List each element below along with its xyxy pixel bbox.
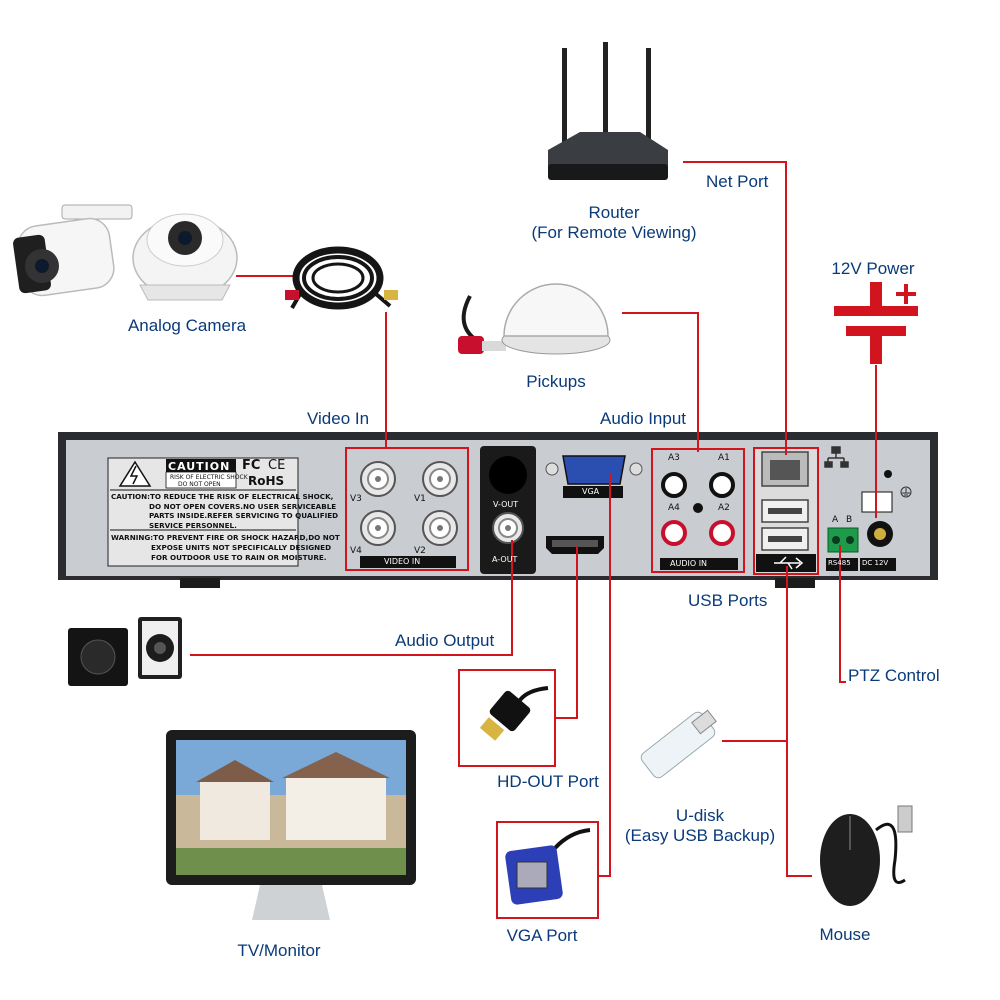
audio-output-label: Audio Output	[395, 631, 495, 650]
line-vga	[598, 474, 611, 877]
ptz-control-label: PTZ Control	[848, 666, 940, 685]
v1-label: V1	[414, 494, 426, 504]
line-ptz	[839, 545, 846, 683]
a4-label: A4	[668, 503, 680, 513]
audio-in-tag: AUDIO IN	[670, 559, 708, 568]
line-net	[683, 161, 787, 455]
v2-label: V2	[414, 546, 426, 556]
router-label: Router	[588, 203, 640, 222]
warning-triangle-icon	[118, 460, 152, 487]
rs485-label: RS485	[828, 559, 851, 567]
audio-input-label: Audio Input	[600, 409, 687, 428]
caution-label	[107, 457, 299, 567]
usb-drive-icon	[640, 709, 717, 779]
dc12v-label: DC 12V	[862, 559, 889, 567]
mouse-icon	[820, 805, 913, 906]
ground-icon	[900, 486, 912, 498]
monitor-icon	[166, 730, 416, 920]
video-in-tag: VIDEO IN	[384, 557, 421, 566]
usb-icon	[774, 556, 804, 570]
bullet-camera	[13, 204, 133, 297]
av-out-block	[480, 446, 536, 574]
v-out-label: V-OUT	[493, 500, 519, 509]
v4-label: V4	[350, 546, 362, 556]
vga-cable-icon	[496, 821, 599, 919]
vga-tag: VGA	[582, 487, 600, 496]
audio-in-ports	[651, 448, 745, 573]
line-audio-output	[190, 540, 513, 656]
power-symbol-icon	[834, 282, 918, 364]
net-usb-block	[753, 447, 819, 575]
connection-lines	[190, 161, 877, 877]
bnc-v3	[360, 461, 396, 497]
caution-text: CAUTION:TO REDUCE THE RISK OF ELECTRICAL…	[111, 492, 339, 530]
usb-ports-label: USB Ports	[688, 591, 768, 610]
caution-small-1: RISK OF ELECTRIC SHOCK	[170, 474, 248, 481]
warning-text: WARNING:TO PREVENT FIRE OR SHOCK HAZARD,…	[111, 533, 340, 562]
rs-b-label: B	[846, 515, 853, 525]
network-icon	[824, 446, 849, 468]
v3-label: V3	[350, 494, 362, 504]
hdmi-cable-icon	[458, 669, 556, 767]
analog-camera-label: Analog Camera	[127, 316, 247, 335]
pickups-label: Pickups	[526, 372, 586, 391]
camera-icon	[13, 204, 238, 301]
rs-a-label: A	[832, 515, 839, 525]
caution-title: CAUTION	[168, 460, 231, 473]
tv-monitor-label: TV/Monitor	[237, 941, 321, 960]
hd-out-port-label: HD-OUT Port	[497, 772, 599, 791]
rs485-terminal	[826, 527, 859, 571]
power-label: 12V Power	[831, 259, 915, 278]
bnc-v1	[422, 461, 458, 497]
bnc-v2	[422, 510, 458, 546]
a1-label: A1	[718, 453, 730, 463]
a2-label: A2	[718, 503, 730, 513]
a3-label: A3	[668, 453, 680, 463]
net-port-label: Net Port	[706, 172, 769, 191]
dome-camera	[132, 213, 238, 301]
speaker-icon	[68, 617, 182, 686]
line-audio-input	[622, 312, 699, 452]
bnc-v4	[360, 510, 396, 546]
cable-icon	[285, 246, 398, 310]
router-icon	[548, 42, 668, 180]
a-out-label: A-OUT	[492, 555, 518, 564]
line-mouse	[786, 741, 812, 877]
hdmi-port	[546, 536, 604, 554]
fc-mark: FC	[242, 458, 261, 473]
router-sub-label: (For Remote Viewing)	[531, 223, 697, 242]
pickup-icon	[458, 283, 611, 355]
u-disk-label: U-disk	[675, 806, 725, 825]
video-in-label: Video In	[307, 409, 370, 428]
caution-small-2: DO NOT OPEN	[178, 481, 221, 488]
video-in-ports	[345, 447, 469, 571]
ce-mark: CE	[268, 458, 286, 473]
mouse-label: Mouse	[819, 925, 871, 944]
u-disk-sub-label: (Easy USB Backup)	[624, 826, 776, 845]
line-hdmi	[555, 546, 578, 719]
vga-port-label: VGA Port	[506, 926, 578, 945]
rohs-mark: RoHS	[248, 474, 285, 488]
